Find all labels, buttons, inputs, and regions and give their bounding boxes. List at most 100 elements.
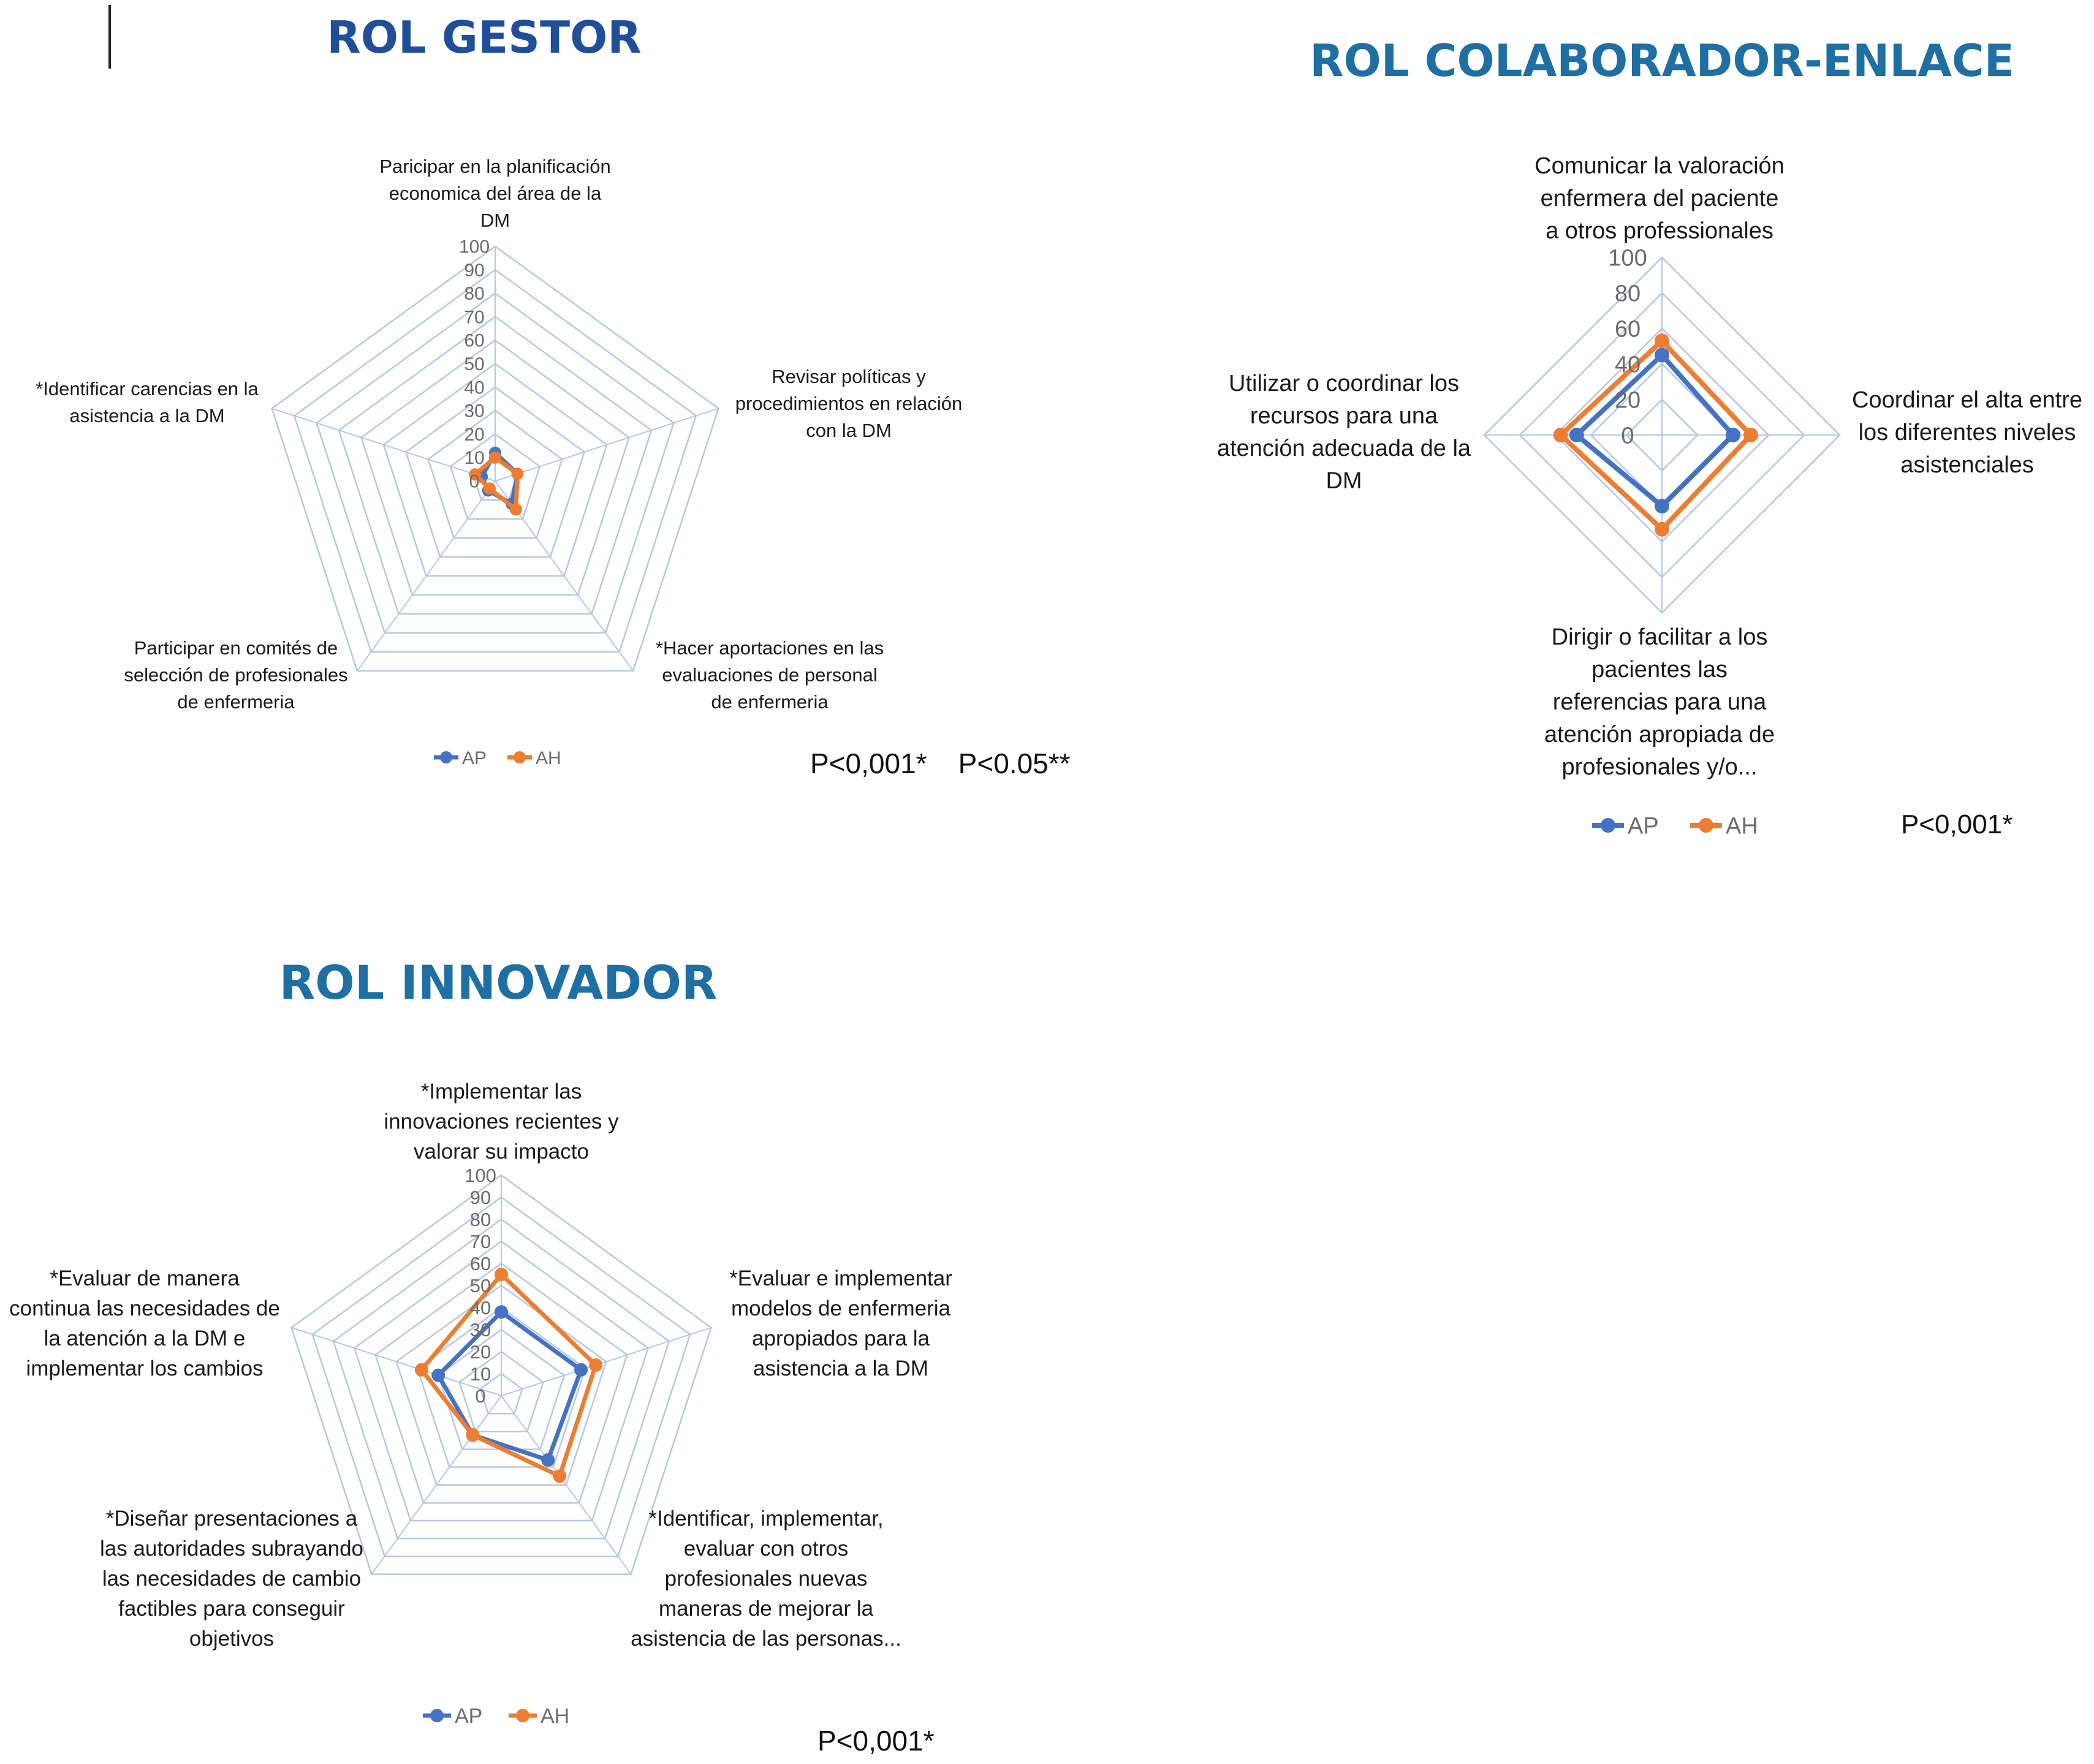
chart-title: ROL GESTOR [327, 12, 642, 63]
grid-ring [353, 1240, 650, 1522]
tick-label: 50 [464, 354, 484, 374]
grid-ring [290, 1174, 712, 1575]
chart-title: ROL COLABORADOR-ENLACE [1310, 35, 2014, 86]
radar-grid [271, 245, 719, 672]
grid-ring [316, 292, 675, 634]
legend-label: AH [1726, 814, 1758, 839]
grid-ring [458, 1350, 544, 1433]
data-point-ah [509, 503, 522, 516]
legend-marker [440, 751, 452, 763]
radar-grid [1483, 256, 1841, 614]
data-point-ap [1655, 347, 1669, 363]
grid-ring [395, 1284, 607, 1486]
legend-label: AP [1628, 814, 1659, 839]
tick-label: 10 [464, 448, 484, 468]
legend-item-ap: AP [434, 748, 487, 768]
tick-label: 10 [470, 1363, 491, 1385]
data-point-ah [589, 1358, 603, 1372]
grid-spoke [495, 407, 719, 482]
legend-item-ap: AP [423, 1705, 482, 1728]
tick-label: 0 [475, 1385, 485, 1407]
grid-ring [479, 1372, 523, 1415]
data-point-ap [431, 1368, 446, 1382]
tick-label: 0 [1621, 423, 1634, 449]
data-point-ah [484, 482, 496, 495]
tick-label: 30 [470, 1319, 491, 1341]
legend-marker [516, 1709, 529, 1722]
legend-item-ah: AH [509, 1705, 569, 1728]
p-value-note: P<0,001* [1901, 809, 2012, 839]
tick-label: 100 [459, 237, 490, 257]
legend-label: AP [455, 1705, 482, 1728]
grid-spoke [271, 407, 496, 482]
data-point-ah [1655, 521, 1669, 537]
data-point-ap [541, 1453, 555, 1467]
data-point-ap [495, 1305, 508, 1319]
tick-label: 40 [470, 1297, 491, 1319]
grid-ring [427, 409, 563, 539]
tick-label: 60 [470, 1253, 491, 1274]
series-line-ap [436, 1309, 583, 1463]
data-point-ah [1743, 428, 1758, 442]
grid-ring [311, 1196, 691, 1558]
tick-label: 70 [464, 307, 484, 327]
grid-ring [449, 433, 541, 520]
grid-ring [293, 268, 697, 653]
grid-ring [382, 362, 608, 577]
tick-label: 80 [464, 284, 484, 304]
data-point-ah [553, 1469, 567, 1483]
data-point-ap [1726, 428, 1740, 442]
data-point-ah [1553, 428, 1568, 442]
data-point-ah [1655, 333, 1669, 349]
category-label: *Identificar, implementar,evaluar con ot… [631, 1507, 901, 1651]
tick-label: 100 [1608, 245, 1647, 271]
legend-label: AP [462, 748, 487, 768]
grid-spoke [291, 1327, 502, 1396]
chart-legend: AP AH [1592, 814, 1758, 839]
p-value-note: P<0,001* [817, 1725, 935, 1757]
p-value-note: P<0,001* P<0.05** [810, 748, 1071, 779]
series-line-ah [419, 1272, 598, 1478]
legend-item-ah: AH [507, 748, 561, 768]
data-point-ah [495, 1268, 508, 1281]
grid-ring [332, 1218, 670, 1540]
legend-item-ap: AP [1592, 814, 1659, 839]
tick-label: 100 [465, 1165, 496, 1186]
data-point-ah [511, 467, 524, 480]
radar-grid [290, 1174, 712, 1575]
chart-legend: AP AH [434, 748, 561, 768]
legend-label: AH [541, 1705, 569, 1728]
data-point-ah [489, 451, 501, 464]
data-point-ap [1569, 428, 1584, 442]
radar-series [469, 447, 524, 516]
chart-legend: AP AH [423, 1705, 569, 1728]
data-point-ap [1655, 499, 1669, 513]
tick-label: 40 [1615, 352, 1641, 377]
grid-ring [338, 316, 653, 615]
grid-spoke [501, 1327, 711, 1396]
tick-label: 20 [1615, 387, 1641, 413]
data-point-ah [414, 1363, 428, 1377]
grid-ring [374, 1262, 628, 1504]
grid-ring [404, 386, 586, 558]
data-point-ah [469, 468, 482, 481]
series-line-ap [1574, 352, 1736, 509]
grid-spoke [501, 1395, 632, 1575]
tick-label: 40 [464, 377, 484, 398]
grid-ring [271, 245, 719, 672]
